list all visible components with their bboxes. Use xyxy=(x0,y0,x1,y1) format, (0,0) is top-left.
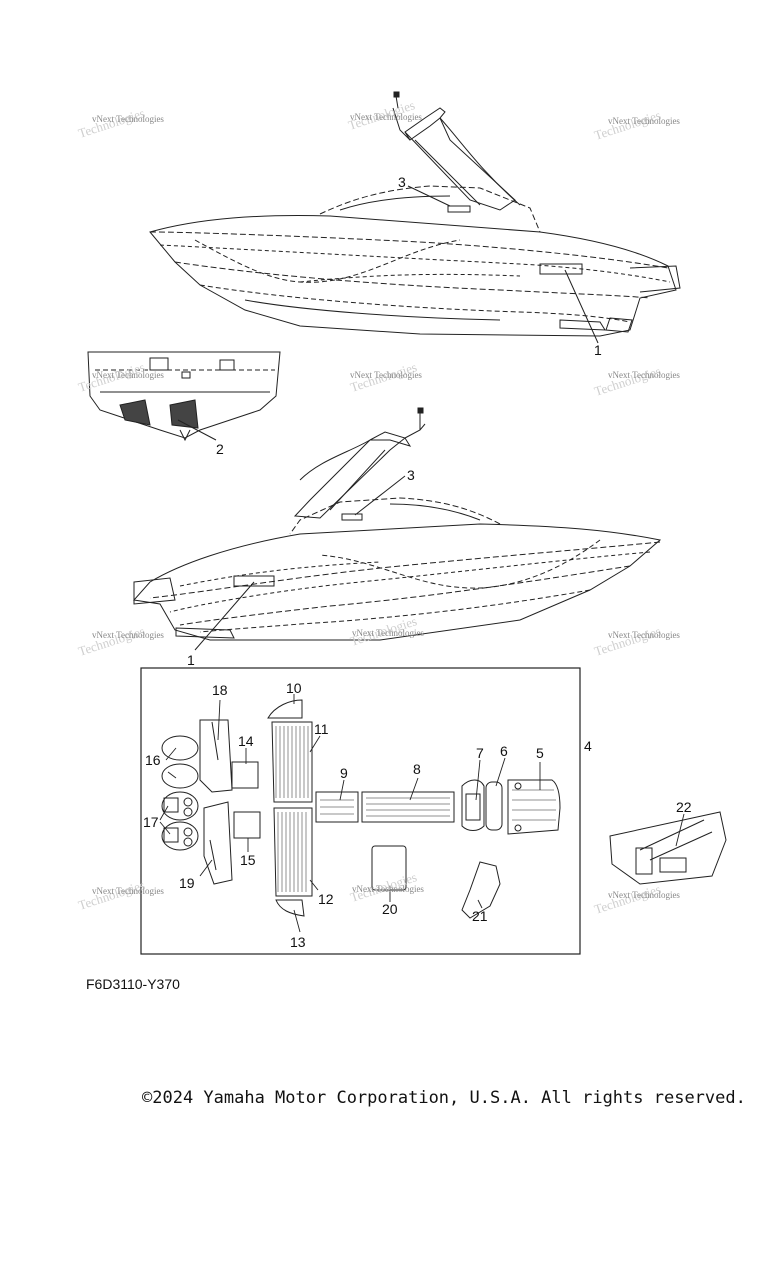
callout-7[interactable]: 7 xyxy=(476,745,484,761)
callout-15[interactable]: 15 xyxy=(240,852,256,868)
callout-20[interactable]: 20 xyxy=(382,901,398,917)
copyright-notice: ©2024 Yamaha Motor Corporation, U.S.A. A… xyxy=(142,1088,746,1108)
svg-text:Technologies: Technologies xyxy=(76,623,146,659)
mat-kit-parts xyxy=(161,699,561,919)
diagram-code: F6D3110-Y370 xyxy=(86,976,180,992)
callout-3-bottom[interactable]: 3 xyxy=(407,467,415,483)
watermark-text: vNext Technologies xyxy=(608,890,680,900)
callout-16[interactable]: 16 xyxy=(145,752,161,768)
callout-1-top[interactable]: 1 xyxy=(594,342,602,358)
watermark-text: vNext Technologies xyxy=(350,370,422,380)
svg-text:Technologies: Technologies xyxy=(592,623,662,659)
leader-lines-mat-kit xyxy=(159,694,685,933)
boat-stern-view xyxy=(87,351,281,442)
callout-12[interactable]: 12 xyxy=(318,891,334,907)
callout-21[interactable]: 21 xyxy=(472,908,488,924)
callout-18[interactable]: 18 xyxy=(212,682,228,698)
callout-11[interactable]: 11 xyxy=(314,721,329,737)
callout-labels: 1 1 2 3 3 4 5 6 7 8 9 10 11 12 13 14 15 … xyxy=(143,174,692,950)
callout-10[interactable]: 10 xyxy=(286,680,302,696)
mat-kit-box xyxy=(140,667,581,955)
callout-3-top[interactable]: 3 xyxy=(398,174,406,190)
watermark-text: vNext Technologies xyxy=(92,114,164,124)
watermark-text: vNext Technologies xyxy=(92,886,164,896)
watermark-text: vNext Technologies xyxy=(350,112,422,122)
watermark-text: vNext Technologies xyxy=(352,628,424,638)
callout-9[interactable]: 9 xyxy=(340,765,348,781)
callout-8[interactable]: 8 xyxy=(413,761,421,777)
watermark-text: vNext Technologies xyxy=(608,370,680,380)
watermark-text: vNext Technologies xyxy=(352,884,424,894)
callout-4[interactable]: 4 xyxy=(584,738,592,754)
watermark-text: vNext Technologies xyxy=(608,116,680,126)
callout-1-bottom[interactable]: 1 xyxy=(187,652,195,668)
leader-lines-stern xyxy=(177,419,217,441)
callout-2[interactable]: 2 xyxy=(216,441,224,457)
part-22-side-panel xyxy=(609,811,727,885)
boat-side-view-top xyxy=(149,91,681,337)
boat-side-view-bottom xyxy=(133,407,662,641)
callout-22[interactable]: 22 xyxy=(676,799,692,815)
leader-lines-bottom xyxy=(194,475,406,651)
watermark-text: vNext Technologies xyxy=(92,630,164,640)
watermark-text: vNext Technologies xyxy=(92,370,164,380)
watermark-text: vNext Technologies xyxy=(608,630,680,640)
callout-14[interactable]: 14 xyxy=(238,733,254,749)
callout-13[interactable]: 13 xyxy=(290,934,306,950)
svg-text:Technologies: Technologies xyxy=(592,363,662,399)
callout-17[interactable]: 17 xyxy=(143,814,159,830)
callout-5[interactable]: 5 xyxy=(536,745,544,761)
leader-lines-top xyxy=(407,185,599,344)
callout-6[interactable]: 6 xyxy=(500,743,508,759)
callout-19[interactable]: 19 xyxy=(179,875,195,891)
